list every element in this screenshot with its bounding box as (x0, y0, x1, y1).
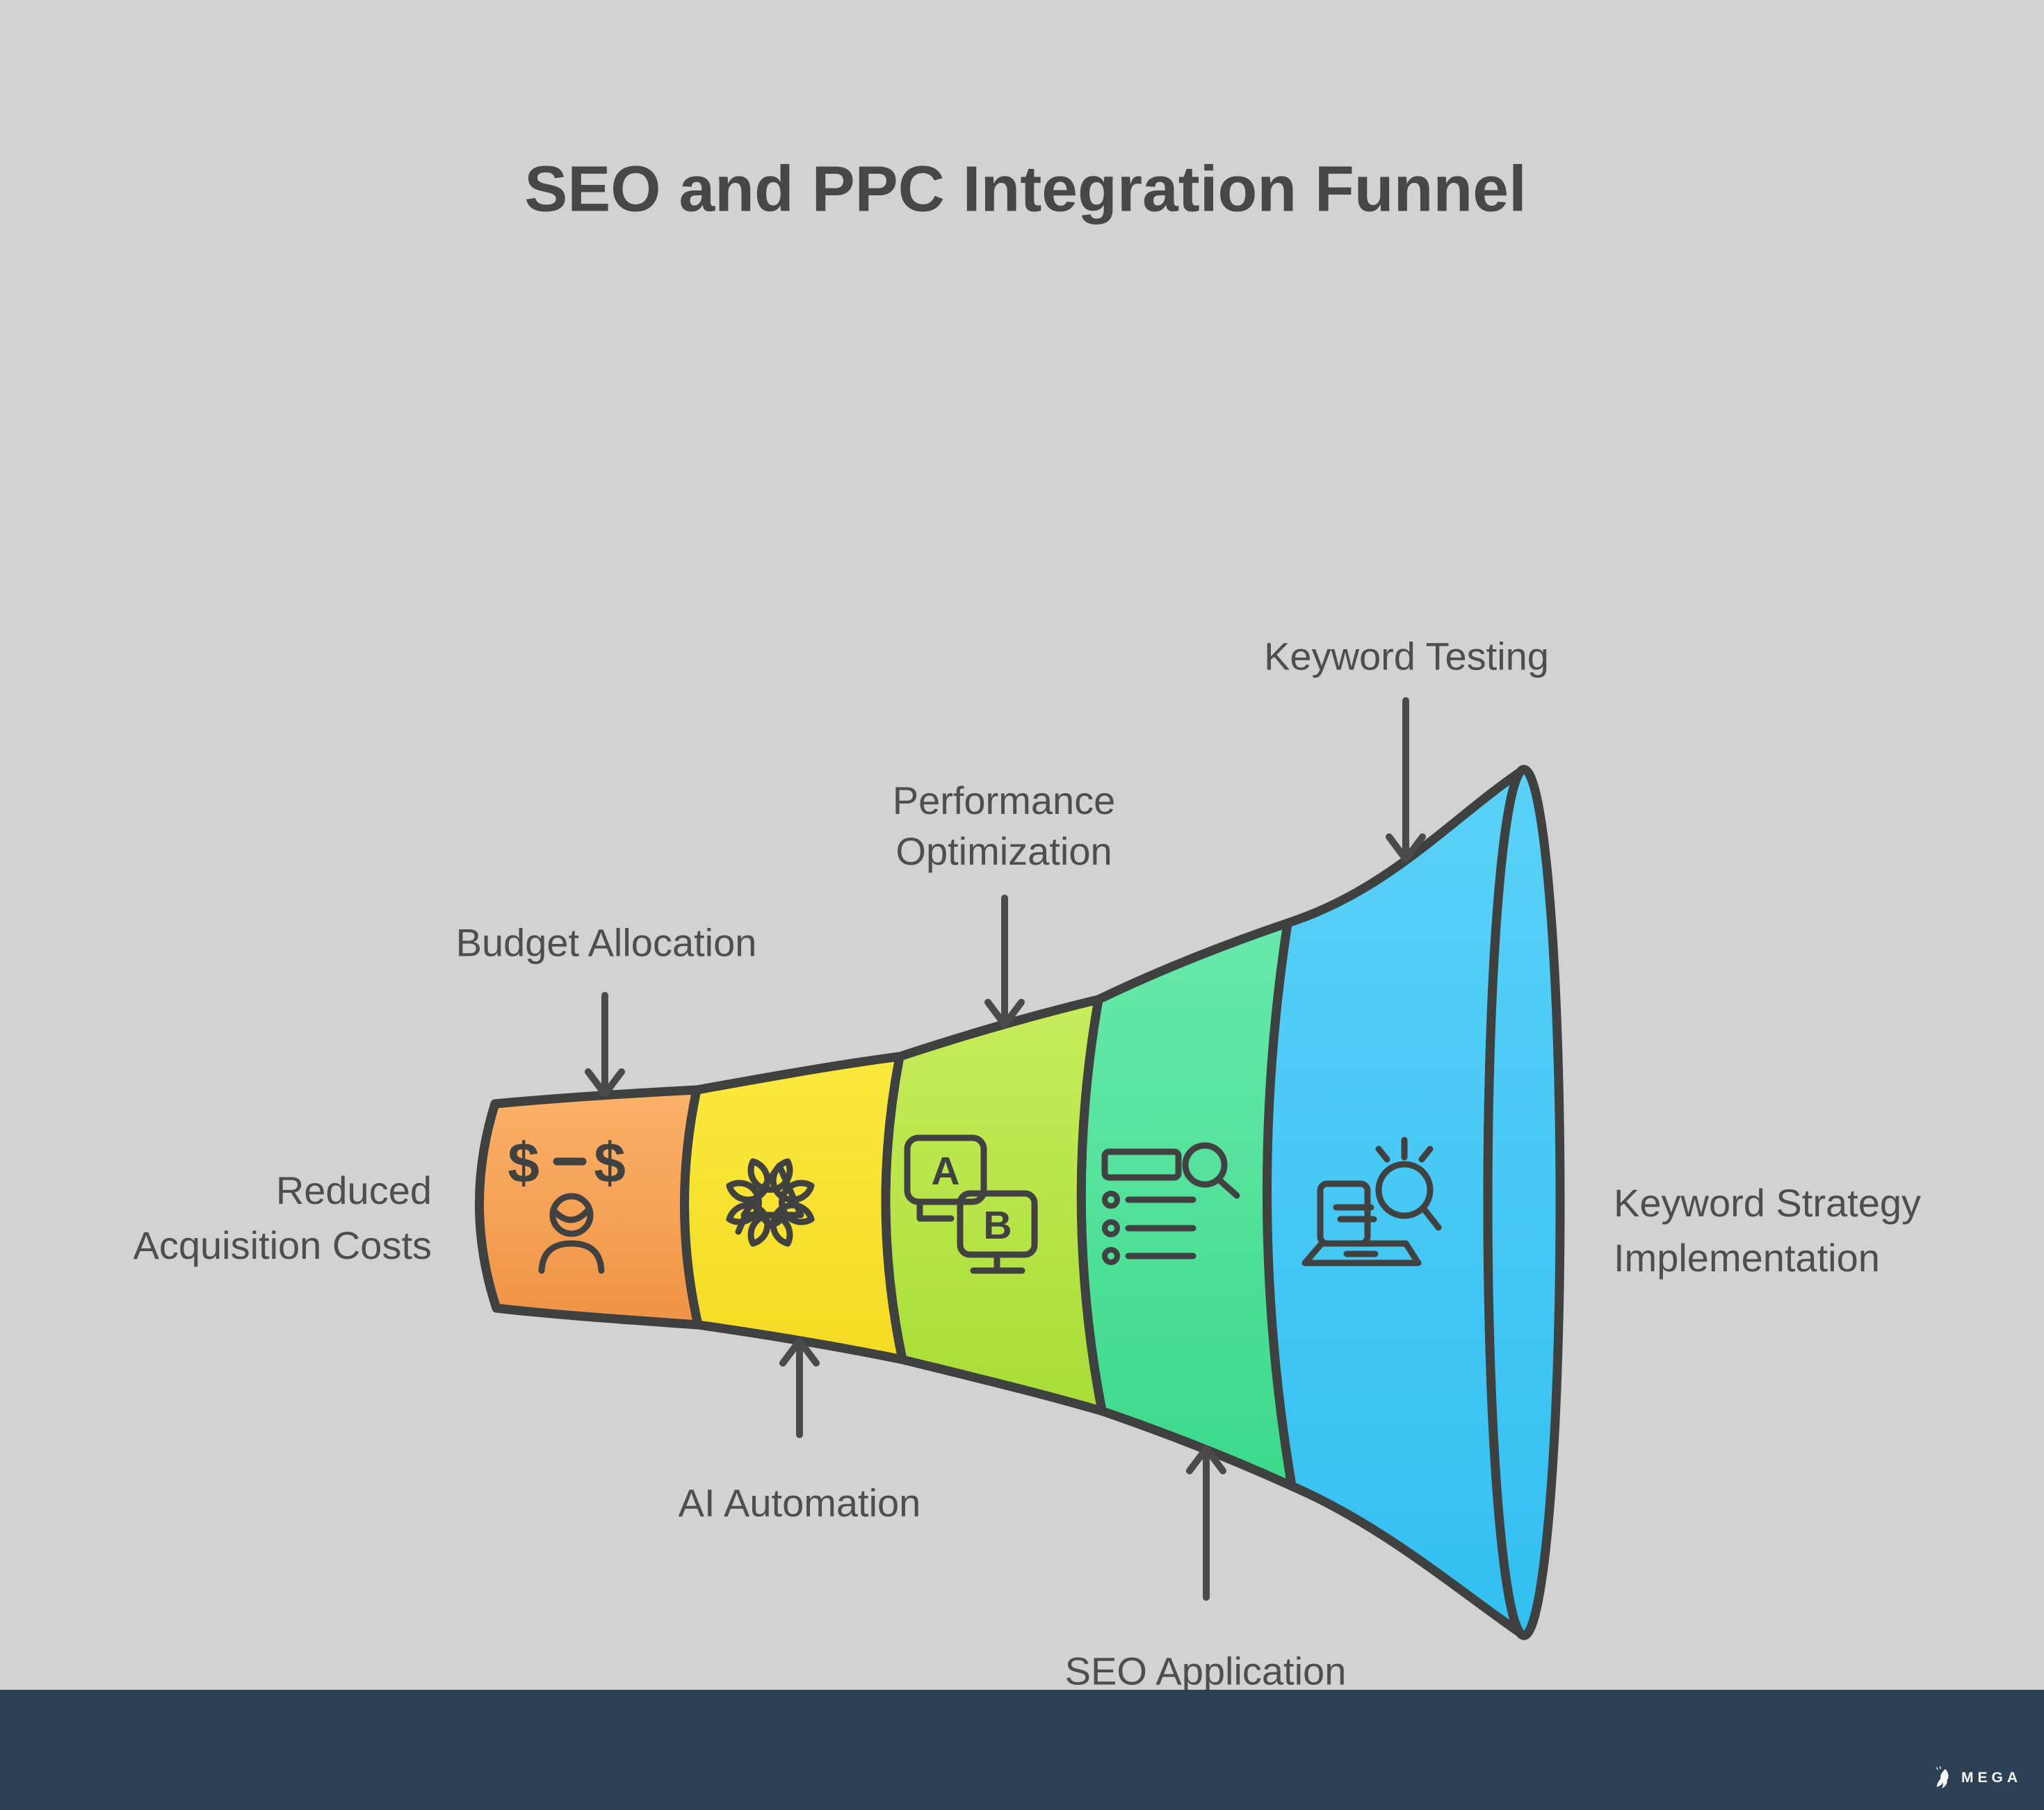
label-seo-application: SEO Application (1064, 1649, 1347, 1693)
gear-megaphone-icon (726, 1158, 815, 1247)
dollar-left-glyph: $ (508, 1132, 540, 1195)
label-keyword-strategy-implementation: Keyword Strategy Implementation (1614, 1175, 1921, 1285)
label-budget-allocation: Budget Allocation (455, 920, 757, 965)
brand-name: MEGA (1961, 1769, 2022, 1786)
label-ai-automation: AI Automation (678, 1481, 921, 1525)
label-performance-line1: Performance (892, 778, 1116, 822)
funnel-mouth-ellipse (1483, 765, 1565, 1640)
ab-testing-icon: A B (904, 1134, 1038, 1274)
label-reduced-line2: Acquisition Costs (133, 1223, 432, 1267)
budget-allocation-arrow (585, 992, 625, 1098)
laptop-search-icon (1301, 1136, 1442, 1266)
keyword-testing-arrow (1386, 697, 1426, 863)
performance-optimization-arrow (984, 895, 1025, 1028)
search-list-icon (1101, 1142, 1240, 1265)
label-performance-line2: Optimization (895, 829, 1112, 873)
brand-logo: MEGA (1933, 1766, 2022, 1790)
dollar-right-glyph: $ (594, 1132, 626, 1195)
footer-bar: MEGA (0, 1690, 2044, 1810)
label-keyword-testing: Keyword Testing (1264, 634, 1549, 678)
label-reduced-line1: Reduced (275, 1168, 432, 1212)
label-performance-optimization: Performance Optimization (893, 775, 1116, 877)
ab-a-glyph: A (931, 1149, 959, 1193)
page-title: SEO and PPC Integration Funnel (524, 152, 1527, 225)
brand-figure-icon (1936, 1766, 1949, 1788)
dollar-person-icon: $ $ (508, 1132, 626, 1274)
label-reduced-acquisition-costs: Reduced Acquisition Costs (133, 1163, 432, 1273)
ai-automation-arrow (779, 1337, 820, 1438)
ab-b-glyph: B (983, 1203, 1012, 1248)
label-strategy-line1: Keyword Strategy (1614, 1181, 1921, 1225)
seo-application-arrow (1186, 1445, 1226, 1601)
label-strategy-line2: Implementation (1614, 1236, 1880, 1280)
